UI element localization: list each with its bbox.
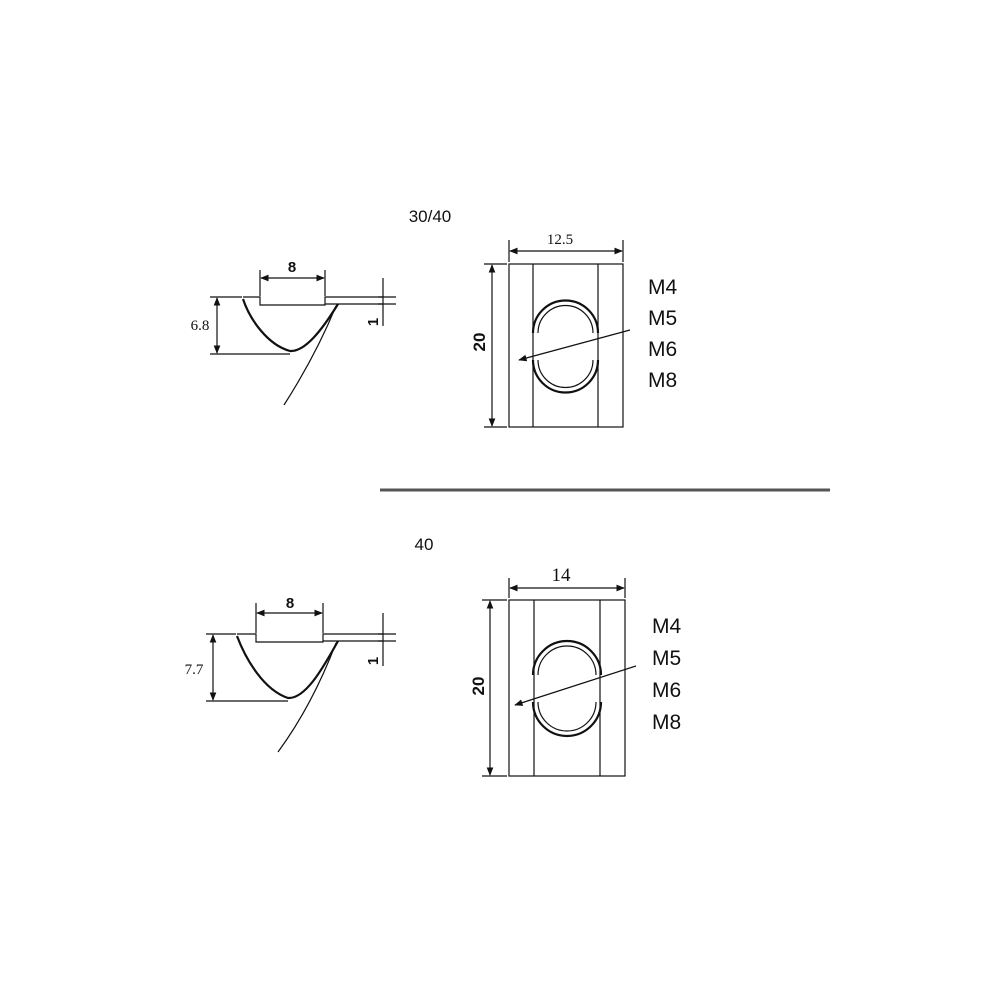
- thread-size-m5: M5: [652, 647, 681, 670]
- hole-arc-top: [531, 299, 600, 334]
- profile-top-edge: [243, 296, 383, 306]
- profile-spring-line: [277, 642, 337, 753]
- section-bottom: 40 8 7.7 1: [185, 535, 681, 777]
- hole-arc-bottom: [531, 701, 603, 738]
- plate-height-label: 20: [470, 333, 489, 352]
- profile-spring-line: [283, 305, 337, 406]
- hole-arc-top: [531, 639, 603, 676]
- thread-size-m8: M8: [648, 369, 677, 392]
- thread-size-m5: M5: [648, 307, 677, 330]
- thread-size-m6: M6: [648, 338, 677, 361]
- profile-lip-label: 1: [365, 318, 382, 326]
- section-top: 30/40 8 6.8 1: [191, 207, 677, 428]
- thread-size-m4: M4: [652, 615, 681, 638]
- profile-top-edge: [237, 633, 383, 643]
- profile-body: [235, 635, 339, 700]
- plate-width-label: 12.5: [547, 232, 573, 248]
- profile-lip-label: 1: [365, 657, 382, 665]
- series-label: 40: [415, 535, 434, 554]
- plate-view: 14 20 M4 M5 M6 M8: [469, 565, 681, 777]
- profile-view: 8 7.7 1: [185, 595, 396, 753]
- profile-width-label: 8: [288, 259, 296, 276]
- thread-size-m8: M8: [652, 711, 681, 734]
- profile-view: 8 6.8 1: [191, 259, 396, 406]
- thread-size-m4: M4: [648, 276, 677, 299]
- profile-width-label: 8: [286, 595, 294, 612]
- series-label: 30/40: [409, 207, 452, 226]
- plate-view: 12.5 20 M4 M5 M6 M8: [470, 232, 677, 428]
- thread-size-m6: M6: [652, 679, 681, 702]
- profile-height-label: 6.8: [191, 318, 210, 334]
- profile-body: [241, 298, 339, 353]
- hole-arc-bottom: [531, 359, 600, 394]
- plate-outline: [508, 599, 626, 777]
- plate-height-label: 20: [469, 677, 488, 696]
- plate-width-label: 14: [552, 565, 572, 586]
- plate-outline: [508, 263, 624, 428]
- profile-height-label: 7.7: [185, 662, 204, 678]
